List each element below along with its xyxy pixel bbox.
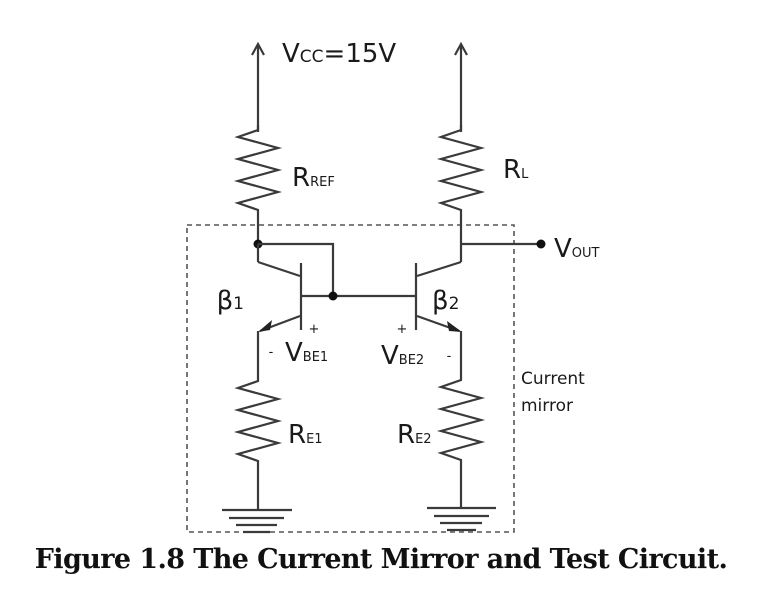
current-mirror-label-line1: Current — [521, 369, 585, 389]
vbe2-plus: + — [397, 322, 408, 337]
current-mirror-boundary — [186, 224, 515, 533]
resistor-re1 — [233, 365, 283, 510]
vout-terminal — [536, 239, 546, 249]
rl-label: RL — [503, 155, 529, 185]
vbe1-plus: + — [309, 322, 320, 337]
rref-label: RREF — [292, 163, 335, 193]
vbe1-minus: - — [269, 345, 274, 360]
current-mirror-label-line2: mirror — [521, 396, 573, 416]
diode-connection-wire — [258, 242, 335, 296]
re1-label: RE1 — [288, 420, 323, 450]
resistor-rl — [436, 125, 486, 262]
figure-caption: Figure 1.8 The Current Mirror and Test C… — [34, 544, 728, 575]
vcc-arrow-right — [454, 41, 468, 132]
resistor-re2 — [436, 365, 486, 508]
ground-icon-left — [222, 508, 292, 534]
transistor-q2 — [414, 260, 463, 365]
vbe1-label: VBE1 — [285, 338, 328, 368]
vout-label: VOUT — [554, 234, 600, 264]
junction-node-base — [328, 291, 338, 301]
beta2-label: β2 — [432, 286, 459, 316]
ground-icon-right — [427, 506, 496, 532]
beta1-label: β1 — [217, 286, 244, 316]
re2-label: RE2 — [397, 420, 432, 450]
vcc-label: VCC=15V — [282, 39, 396, 69]
vcc-arrow-left — [251, 41, 265, 132]
vbe2-label: VBE2 — [381, 341, 424, 371]
resistor-rref — [233, 125, 283, 244]
vbe2-minus: - — [447, 349, 452, 364]
